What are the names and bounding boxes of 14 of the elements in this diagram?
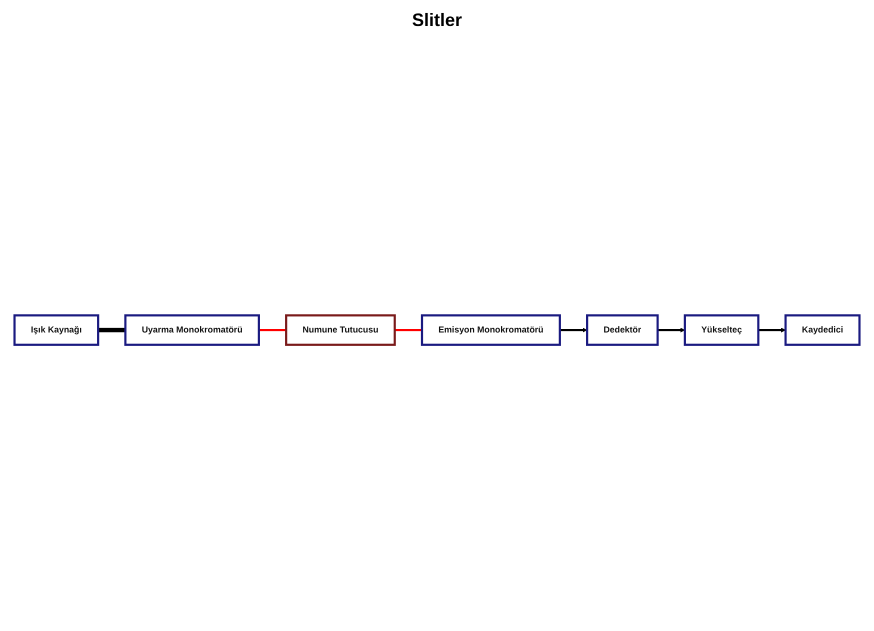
node-box: Yükselteç	[684, 314, 760, 346]
connector	[98, 328, 126, 332]
connector	[258, 328, 286, 332]
arrow	[658, 328, 686, 332]
node-box: Emisyon Monokromatörü	[420, 314, 561, 346]
node-box: Dedektör	[586, 314, 659, 346]
connector	[394, 328, 422, 332]
node-box: Numune Tutucusu	[285, 314, 396, 346]
arrow	[758, 328, 786, 332]
node-box: Işık Kaynağı	[13, 314, 100, 346]
node-box: Uyarma Monokromatörü	[124, 314, 260, 346]
slit-label: Slitler	[412, 10, 462, 30]
node-box: Kaydedici	[784, 314, 861, 346]
arrow	[560, 328, 588, 332]
